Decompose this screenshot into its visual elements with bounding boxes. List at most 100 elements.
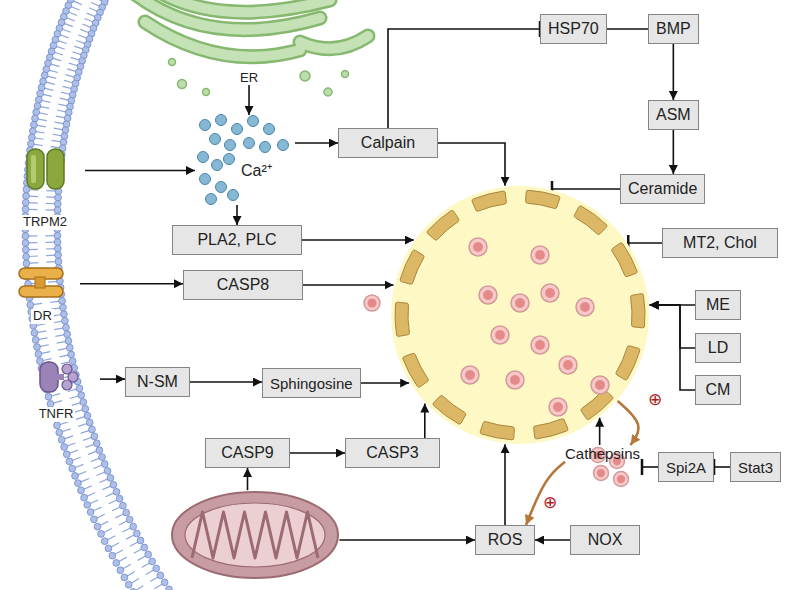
node-label: Cathepsins bbox=[565, 445, 642, 462]
lipid-heads bbox=[54, 0, 177, 590]
process-box: Spi2A bbox=[658, 452, 714, 482]
box-label: Ceramide bbox=[628, 180, 697, 198]
box-label: BMP bbox=[656, 20, 691, 38]
lysosome-contents bbox=[461, 238, 609, 416]
lipid-head bbox=[137, 537, 144, 544]
endoplasmic-reticulum bbox=[135, 0, 368, 96]
arrow-connector bbox=[526, 462, 565, 525]
cathepsin-granule bbox=[591, 376, 609, 394]
lipid-head bbox=[63, 451, 70, 458]
lipid-head bbox=[130, 523, 137, 530]
lipid-head bbox=[99, 454, 106, 461]
lysosome-lumen bbox=[391, 186, 649, 444]
lipid-head bbox=[157, 572, 164, 579]
granule-core bbox=[535, 340, 545, 350]
lipid-head bbox=[65, 338, 72, 345]
lipid-head bbox=[110, 481, 117, 488]
membrane-segment bbox=[400, 250, 424, 284]
lipid-head bbox=[113, 560, 120, 567]
box-label: N-SM bbox=[137, 373, 178, 391]
lipid-head bbox=[32, 115, 39, 122]
node-label: Ca²⁺ bbox=[241, 159, 272, 181]
calcium-ion bbox=[224, 154, 235, 165]
arrow-connector bbox=[599, 418, 601, 445]
granule-core bbox=[515, 298, 525, 308]
membrane-segment bbox=[433, 396, 466, 424]
lipid-head bbox=[123, 509, 130, 516]
membrane-segment bbox=[427, 210, 459, 240]
lipid-head bbox=[64, 331, 71, 338]
lipid-head bbox=[34, 344, 41, 351]
lipid-head bbox=[93, 440, 100, 447]
process-box: HSP70 bbox=[540, 14, 607, 44]
lipid-head bbox=[66, 458, 73, 465]
matrix bbox=[185, 503, 325, 567]
calcium-ion bbox=[260, 142, 271, 153]
lipid-head bbox=[161, 579, 168, 586]
lipid-head bbox=[126, 516, 133, 523]
arrow-connector bbox=[247, 468, 249, 490]
lipid-head bbox=[22, 233, 29, 240]
membrane-segment bbox=[395, 302, 409, 336]
process-box: CASP9 bbox=[205, 438, 290, 468]
lipid-head bbox=[69, 358, 76, 365]
lipid-head bbox=[87, 509, 94, 516]
node-label: TNFR bbox=[37, 407, 76, 422]
arrow-connector bbox=[80, 283, 183, 285]
lipid-head bbox=[27, 301, 34, 308]
process-box: NOX bbox=[570, 525, 640, 555]
process-box: Sphingosine bbox=[262, 368, 361, 398]
calcium-ion bbox=[200, 174, 211, 185]
granule-core bbox=[597, 469, 605, 477]
cathepsin-granule bbox=[506, 371, 524, 389]
lipid-head bbox=[22, 246, 29, 253]
lipid-head bbox=[54, 245, 61, 252]
channel-highlight bbox=[31, 155, 36, 183]
lipid-head bbox=[75, 480, 82, 487]
box-label: ME bbox=[706, 296, 730, 314]
cathepsin-granule bbox=[531, 246, 549, 264]
lipid-head bbox=[23, 193, 30, 200]
lipid-head bbox=[107, 474, 114, 481]
process-box: Ceramide bbox=[620, 174, 705, 204]
lipid-head bbox=[89, 426, 96, 433]
inhibition-connector bbox=[628, 242, 662, 244]
lipid-head bbox=[56, 429, 63, 436]
box-label: CASP8 bbox=[217, 276, 269, 294]
lipid-head bbox=[81, 494, 88, 501]
lipid-head bbox=[23, 253, 30, 260]
lipid-head bbox=[149, 558, 156, 565]
calcium-ion bbox=[200, 120, 211, 131]
granule-core bbox=[545, 288, 555, 298]
lipid-head bbox=[82, 405, 89, 412]
lipid-head bbox=[121, 574, 128, 581]
lipid-head bbox=[76, 385, 83, 392]
mitochondrion bbox=[170, 490, 340, 580]
process-box: ME bbox=[695, 290, 741, 320]
lipid-head bbox=[72, 472, 79, 479]
membrane-segment bbox=[581, 390, 613, 420]
granule-core bbox=[510, 375, 520, 385]
receptor-icon: TNFR bbox=[12, 358, 100, 422]
inhibition-connector bbox=[642, 466, 658, 468]
lipid-head bbox=[55, 258, 62, 265]
channel-icon: TRPM2 bbox=[5, 145, 85, 230]
arrow-connector bbox=[295, 142, 338, 144]
granule-core bbox=[580, 302, 590, 312]
cathepsin-granule bbox=[469, 238, 487, 256]
arrow-connector bbox=[339, 539, 475, 541]
receptor-stalk bbox=[35, 277, 45, 288]
arrow-connector bbox=[673, 130, 675, 174]
lipid-head bbox=[54, 207, 61, 214]
cathepsin-granule bbox=[541, 284, 559, 302]
lipid-head bbox=[37, 90, 44, 97]
arrow-connector bbox=[650, 305, 695, 348]
calcium-ion bbox=[244, 138, 255, 149]
calcium-ion bbox=[228, 190, 239, 201]
lysosome-membrane bbox=[395, 190, 645, 439]
arrow-connector bbox=[290, 452, 345, 454]
lipid-head bbox=[101, 538, 108, 545]
lipid-head bbox=[54, 239, 61, 246]
box-label: PLA2, PLC bbox=[197, 231, 276, 249]
